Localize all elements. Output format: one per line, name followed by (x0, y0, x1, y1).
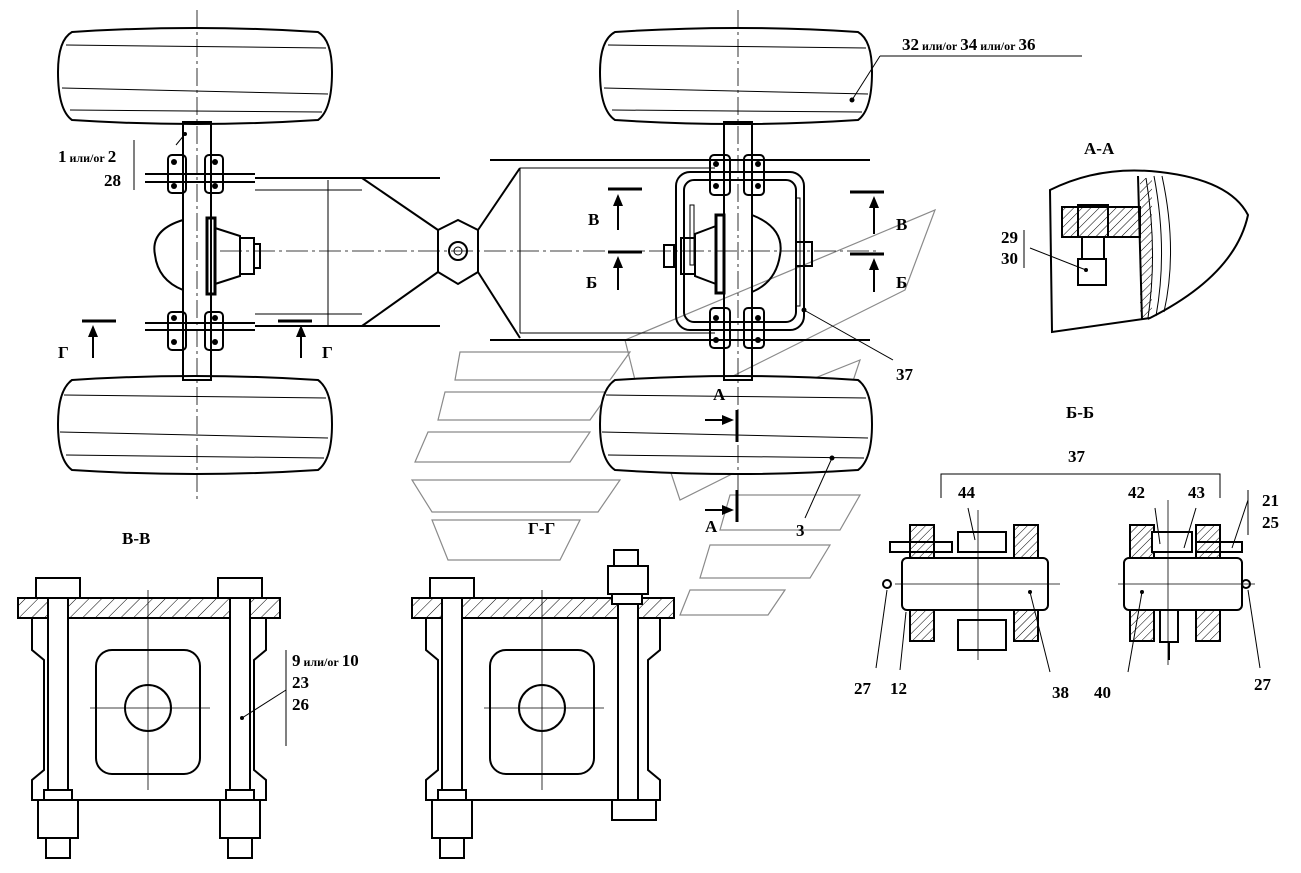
view-bb-detail (875, 473, 1261, 673)
label-27-left: 27 (854, 679, 872, 698)
marker-b-right: Б (896, 273, 907, 292)
view-bb-title: Б-Б (1066, 403, 1094, 422)
marker-g-right: Г (322, 343, 333, 362)
marker-v-left: В (588, 210, 599, 229)
marker-a-lower: А (705, 517, 718, 536)
label-43: 43 (1188, 483, 1205, 502)
label-37: 37 (896, 365, 914, 384)
view-gg-title: Г-Г (528, 519, 555, 538)
label-30: 30 (1001, 249, 1018, 268)
label-44: 44 (958, 483, 976, 502)
label-bb-group-37: 37 (1068, 447, 1086, 466)
label-27-right: 27 (1254, 675, 1272, 694)
label-3: 3 (796, 521, 805, 540)
marker-a-upper: А (713, 385, 726, 404)
view-aa-detail (1023, 169, 1250, 334)
marker-g-left: Г (58, 343, 69, 362)
section-markers (82, 187, 884, 522)
view-aa-title: А-А (1084, 139, 1115, 158)
label-38: 38 (1052, 683, 1069, 702)
label-12: 12 (890, 679, 907, 698)
label-26: 26 (292, 695, 309, 714)
marker-v-right: В (896, 215, 907, 234)
view-gg-section (411, 549, 675, 859)
label-28: 28 (104, 171, 121, 190)
view-vv-section (17, 577, 287, 859)
label-21: 21 (1262, 491, 1279, 510)
label-42: 42 (1128, 483, 1145, 502)
right-axle-plan (598, 10, 1082, 520)
marker-b-left: Б (586, 273, 597, 292)
label-25: 25 (1262, 513, 1279, 532)
view-vv-title: В-В (122, 529, 150, 548)
label-23: 23 (292, 673, 309, 692)
label-40: 40 (1094, 683, 1111, 702)
left-axle-plan (56, 10, 334, 500)
label-29: 29 (1001, 228, 1018, 247)
central-frame (220, 159, 880, 341)
